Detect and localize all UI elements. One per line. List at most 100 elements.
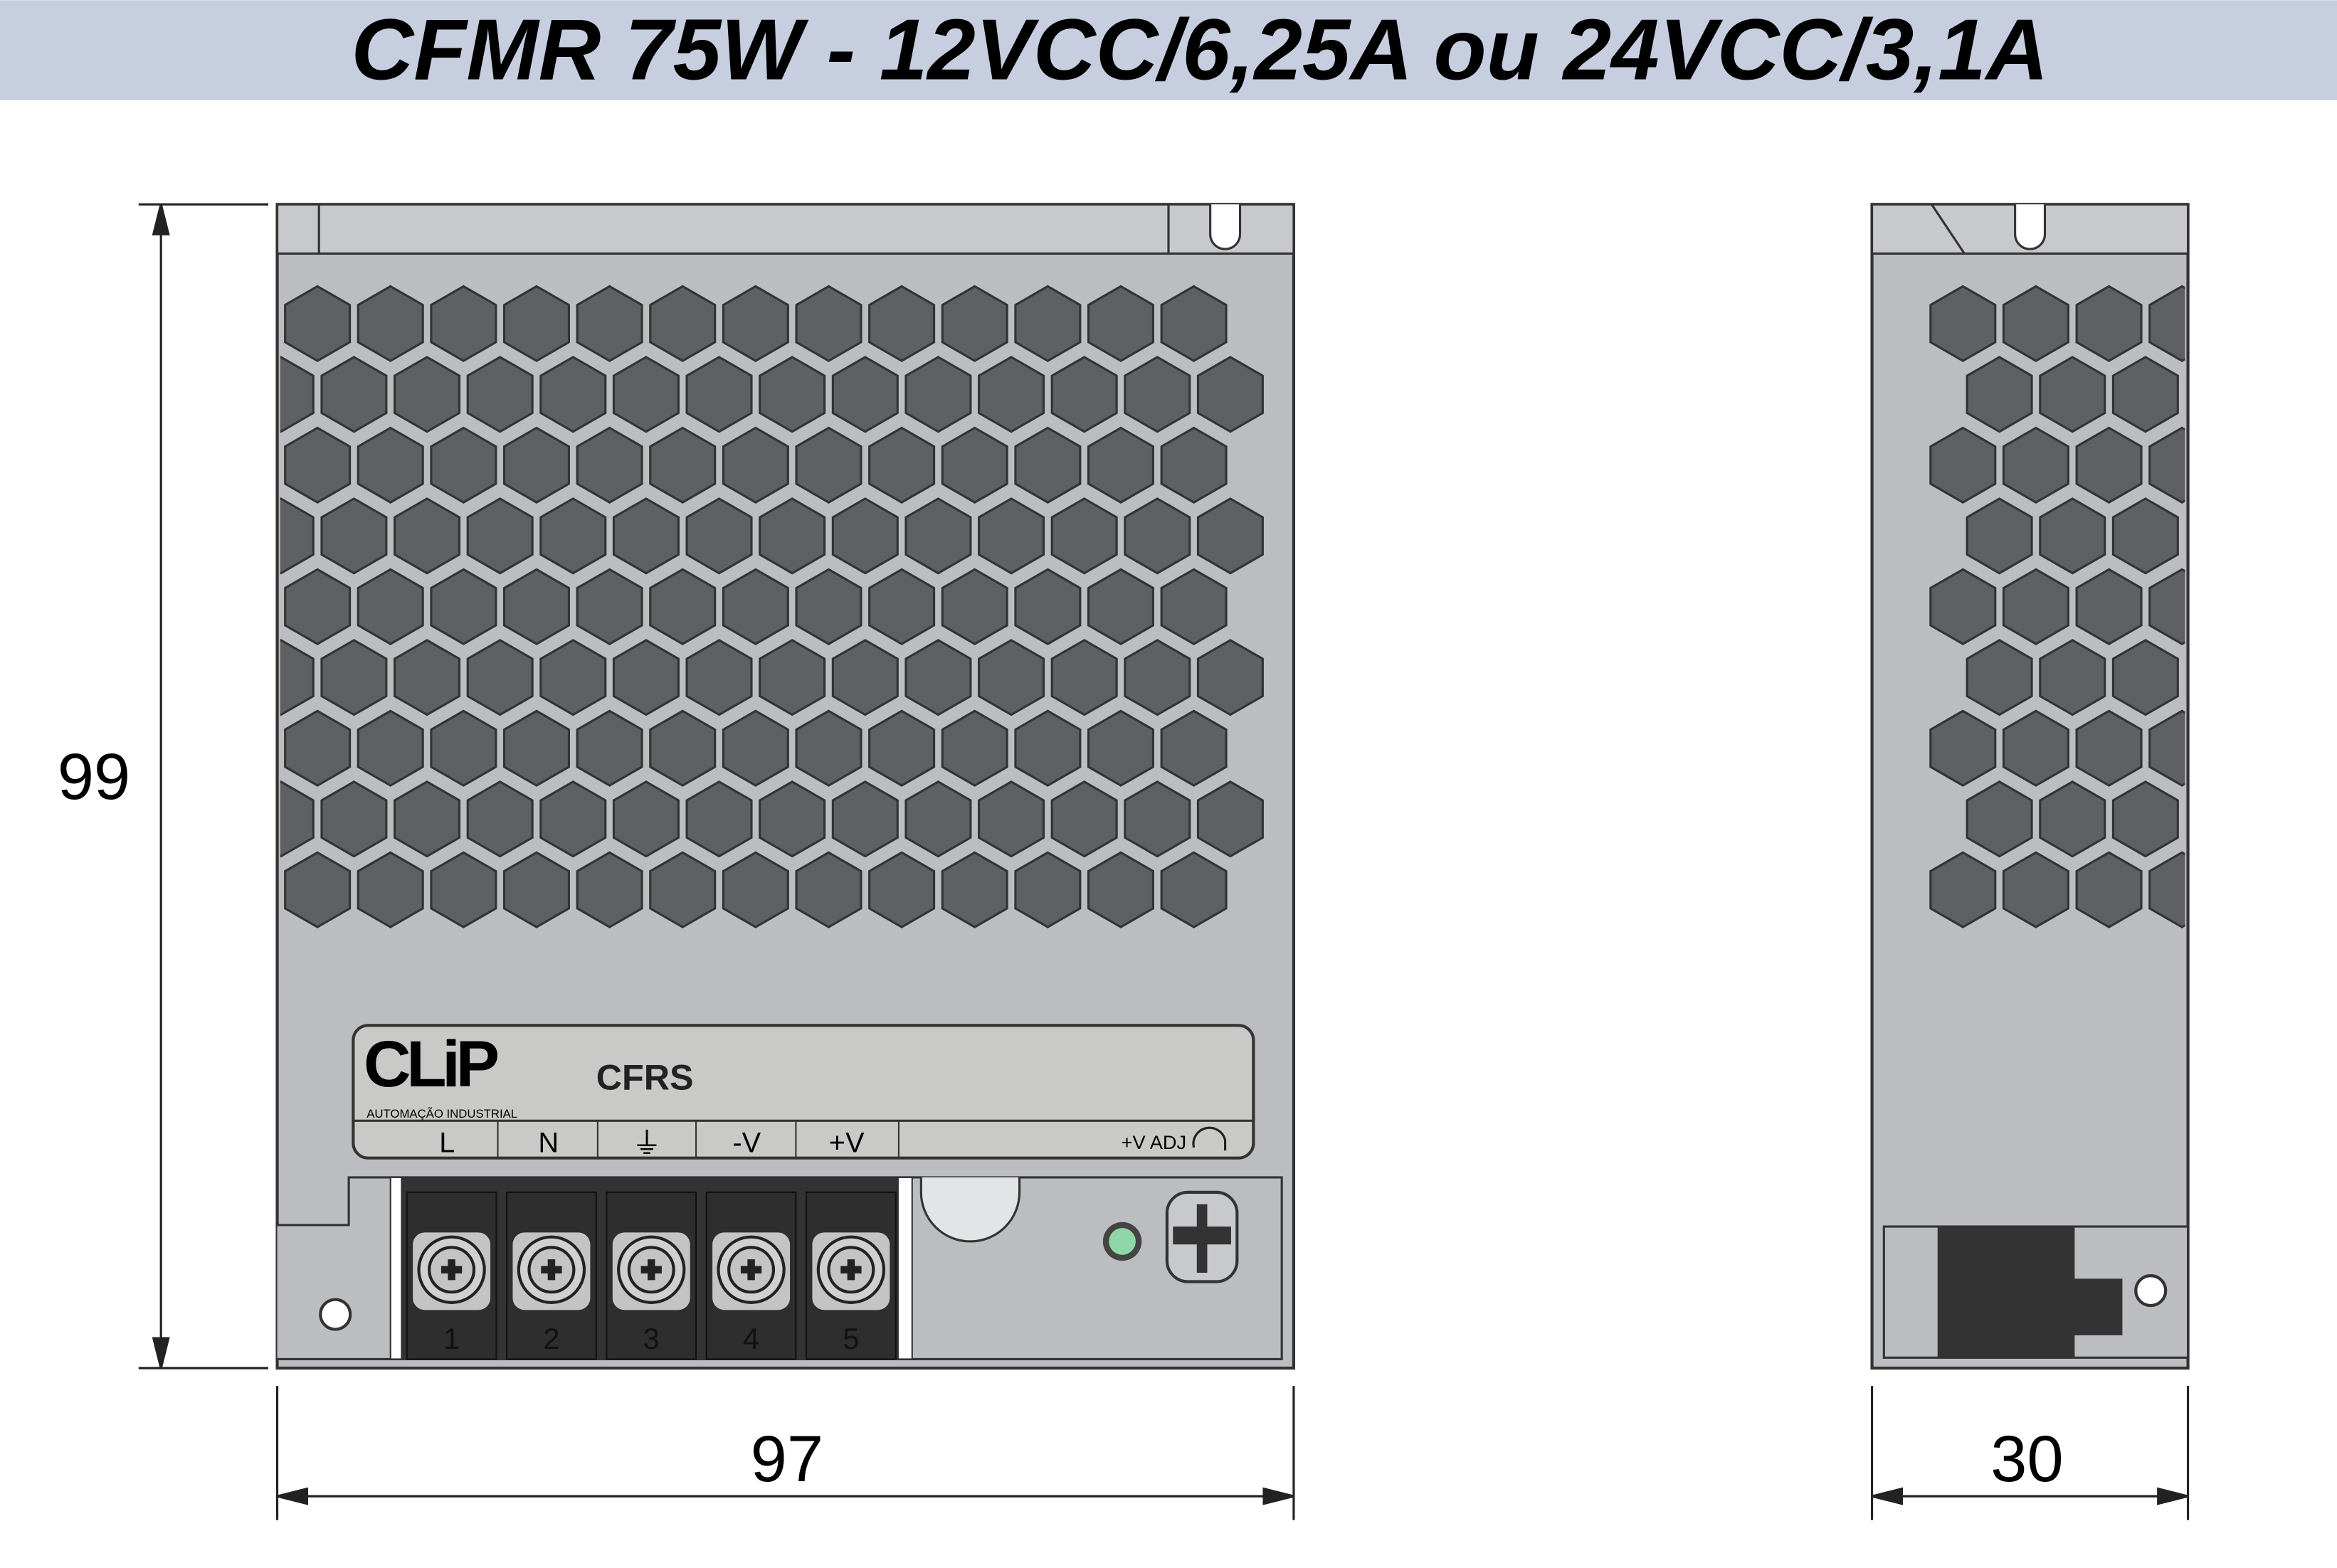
vent-hole — [1160, 851, 1228, 928]
vent-hole — [539, 780, 607, 858]
dimension-height — [138, 203, 268, 1370]
vent-hole — [280, 639, 315, 716]
vent-hole — [320, 780, 388, 858]
vent-hole — [284, 568, 352, 645]
terminal-number: 1 — [443, 1322, 460, 1355]
vent-hole — [2002, 568, 2069, 645]
vent-hole — [1124, 780, 1191, 858]
vent-hole — [685, 356, 753, 433]
vent-hole — [284, 851, 352, 928]
vent-hole — [941, 568, 1008, 645]
vent-hole — [1966, 497, 2033, 575]
vent-hole — [1196, 356, 1264, 433]
side-mount-hole — [2134, 1274, 2168, 1308]
vent-hole — [1087, 709, 1154, 787]
terminal-screw-4[interactable]: 4 — [705, 1191, 797, 1360]
vent-hole — [2111, 780, 2179, 858]
vent-hole — [2148, 426, 2185, 504]
vent-hole — [466, 780, 534, 858]
vent-hole — [868, 285, 936, 363]
vent-hole — [280, 497, 315, 575]
vent-hole — [612, 639, 680, 716]
vent-hole — [2002, 426, 2069, 504]
mount-hole — [319, 1298, 352, 1331]
vent-hole — [357, 285, 424, 363]
vent-hole — [759, 780, 826, 858]
vent-hole — [685, 497, 753, 575]
vent-hole — [502, 285, 570, 363]
vent-hole — [2075, 285, 2143, 363]
vent-hole — [2186, 640, 2251, 715]
vent-hole — [831, 356, 899, 433]
vent-hole — [2148, 568, 2185, 645]
terminal-screw-5[interactable]: 5 — [806, 1191, 897, 1360]
vent-hole — [1087, 851, 1154, 928]
vent-hole — [1014, 285, 1082, 363]
vent-hole — [1087, 285, 1154, 363]
terminal-number: 5 — [843, 1322, 859, 1355]
terminal-screw-1[interactable]: 1 — [406, 1191, 497, 1360]
vent-hole — [394, 356, 461, 433]
vent-hole — [831, 497, 899, 575]
vent-hole — [1124, 639, 1191, 716]
vent-hole — [868, 851, 936, 928]
terminal-screw-2[interactable]: 2 — [506, 1191, 597, 1360]
label-plate: CLiP AUTOMAÇÃO INDUSTRIAL CFRS L N ⏚ -V … — [352, 1024, 1255, 1160]
vent-hole — [1087, 426, 1154, 504]
vent-hole — [1050, 780, 1118, 858]
vent-hole — [795, 709, 862, 787]
vent-hole — [722, 568, 789, 645]
vent-hole — [466, 639, 534, 716]
vent-hole — [2002, 851, 2069, 928]
vent-hole — [612, 356, 680, 433]
vent-hole — [831, 639, 899, 716]
vent-hole — [502, 426, 570, 504]
vent-hole — [320, 356, 388, 433]
vent-hole — [649, 426, 717, 504]
vent-hole — [941, 851, 1008, 928]
vent-hole — [795, 568, 862, 645]
vent-hole — [430, 426, 497, 504]
terminal-number: 4 — [743, 1322, 759, 1355]
vent-hole — [2075, 709, 2143, 787]
vent-hole — [1160, 709, 1228, 787]
vent-hole — [394, 639, 461, 716]
model-label: CFRS — [596, 1057, 694, 1097]
vent-hole — [539, 497, 607, 575]
vent-hole — [904, 497, 972, 575]
vent-hole — [1196, 639, 1264, 716]
vent-hole — [649, 709, 717, 787]
vent-hole — [2186, 357, 2251, 432]
vent-hole — [2075, 851, 2143, 928]
voltage-adjust-potentiometer[interactable] — [1165, 1190, 1239, 1283]
vent-hole — [1966, 780, 2033, 858]
vent-hole — [280, 356, 315, 433]
vent-hole — [904, 356, 972, 433]
terminal-screw-3[interactable]: 3 — [606, 1191, 697, 1360]
vent-hole — [2111, 356, 2179, 433]
terminal-label-n: N — [538, 1127, 559, 1158]
vent-hole — [430, 709, 497, 787]
vent-hole — [685, 780, 753, 858]
vent-hole — [904, 639, 972, 716]
terminal-number: 3 — [643, 1322, 660, 1355]
vent-hole — [1050, 356, 1118, 433]
vent-hole — [502, 568, 570, 645]
vent-hole — [1160, 285, 1228, 363]
vent-hole — [868, 568, 936, 645]
vent-hole — [430, 851, 497, 928]
vent-hole — [212, 569, 277, 644]
width-value: 97 — [751, 1422, 823, 1495]
height-value: 99 — [58, 740, 131, 813]
vent-hole — [357, 709, 424, 787]
vent-hole — [466, 497, 534, 575]
vent-hole — [685, 639, 753, 716]
vent-hole — [2002, 709, 2069, 787]
vent-hole — [649, 568, 717, 645]
vent-hole — [2186, 782, 2251, 857]
vent-hole — [1966, 356, 2033, 433]
vent-hole — [2075, 426, 2143, 504]
vent-hole — [978, 497, 1045, 575]
vent-hole — [2148, 285, 2185, 363]
